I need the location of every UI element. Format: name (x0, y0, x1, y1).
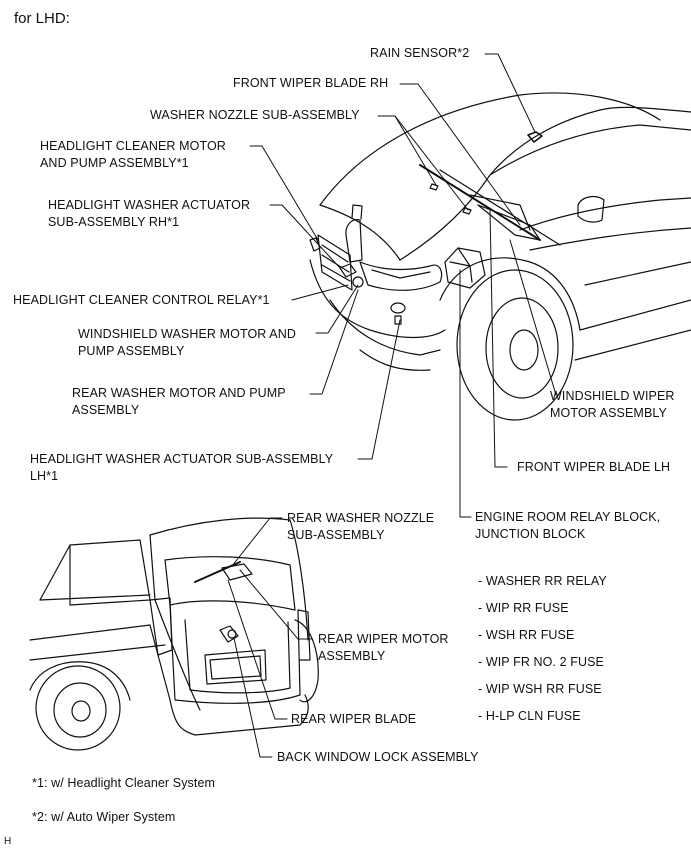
label-front-wiper-blade-lh: FRONT WIPER BLADE LH (517, 460, 671, 474)
label-washer-nozzle: WASHER NOZZLE SUB-ASSEMBLY (150, 108, 360, 122)
relay-block-item: - WIP RR FUSE (478, 601, 569, 615)
label-engine-room-relay-block: ENGINE ROOM RELAY BLOCK, JUNCTION BLOCK (475, 510, 661, 541)
relay-block-item: - WASHER RR RELAY (478, 574, 607, 588)
label-rear-wiper-motor: REAR WIPER MOTOR ASSEMBLY (318, 632, 449, 663)
page-title: for LHD: (14, 10, 70, 27)
front-vehicle-illustration (309, 92, 691, 421)
footnote-auto-wiper: *2: w/ Auto Wiper System (32, 810, 176, 824)
label-windshield-wiper-motor: WINDSHIELD WIPER MOTOR ASSEMBLY (550, 389, 675, 420)
label-rear-wiper-blade: REAR WIPER BLADE (291, 712, 417, 726)
leader-lines (227, 53, 557, 758)
relay-block-item: - WIP FR NO. 2 FUSE (478, 655, 604, 669)
relay-block-item: - H-LP CLN FUSE (478, 709, 581, 723)
footnote-headlight-cleaner: *1: w/ Headlight Cleaner System (32, 776, 216, 790)
relay-block-item: - WIP WSH RR FUSE (478, 682, 602, 696)
label-back-window-lock: BACK WINDOW LOCK ASSEMBLY (277, 750, 479, 764)
relay-block-item: - WSH RR FUSE (478, 628, 575, 642)
label-headlight-washer-actuator-lh: HEADLIGHT WASHER ACTUATOR SUB-ASSEMBLY L… (30, 452, 334, 483)
label-rear-washer-motor: REAR WASHER MOTOR AND PUMP ASSEMBLY (72, 386, 286, 417)
label-headlight-washer-actuator-rh: HEADLIGHT WASHER ACTUATOR SUB-ASSEMBLY R… (48, 198, 251, 229)
label-rain-sensor: RAIN SENSOR*2 (370, 46, 470, 60)
label-front-wiper-blade-rh: FRONT WIPER BLADE RH (233, 76, 389, 90)
label-rear-washer-nozzle: REAR WASHER NOZZLE SUB-ASSEMBLY (287, 511, 435, 542)
label-windshield-washer-motor: WINDSHIELD WASHER MOTOR AND PUMP ASSEMBL… (78, 327, 296, 358)
figure-id: H (4, 836, 12, 847)
rear-vehicle-illustration (29, 517, 319, 751)
label-headlight-cleaner-relay: HEADLIGHT CLEANER CONTROL RELAY*1 (13, 293, 270, 307)
label-headlight-cleaner-motor: HEADLIGHT CLEANER MOTOR AND PUMP ASSEMBL… (40, 139, 226, 170)
